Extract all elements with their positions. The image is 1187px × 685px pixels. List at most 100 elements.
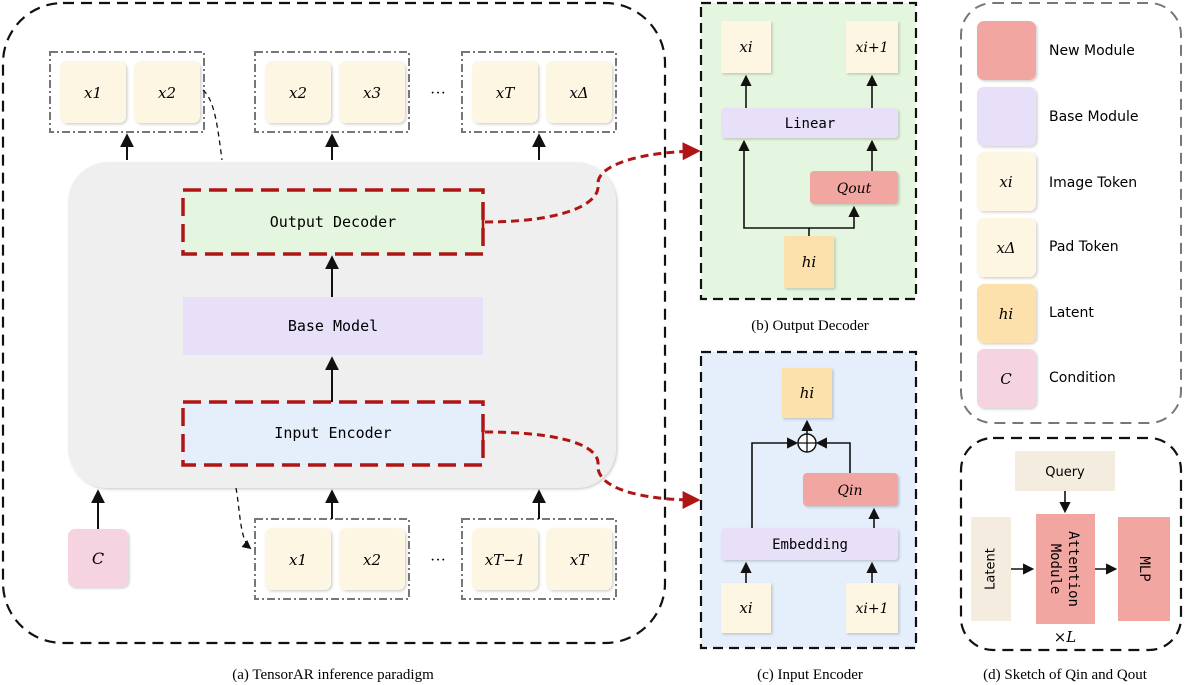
panel-a: x1 x2 x2 x3 ··· xT xΔ Output Decoder bbox=[1, 1, 701, 683]
token-group-frame bbox=[49, 51, 205, 133]
token-label: x1 bbox=[289, 551, 307, 569]
red-connector-to-output-decoder bbox=[484, 142, 701, 224]
base-model-box bbox=[183, 297, 483, 355]
red-connector-to-input-encoder bbox=[484, 430, 701, 509]
legend-label: Pad Token bbox=[1049, 239, 1119, 255]
panel-b: xi xi+1 Linear Qout hi (b) Output Decode… bbox=[699, 1, 918, 334]
autoregressive-feedback-bottom bbox=[235, 487, 252, 550]
autoregressive-feedback-top bbox=[202, 89, 223, 161]
repeat-label: ×L bbox=[1054, 628, 1077, 646]
token-label: x3 bbox=[363, 84, 381, 102]
image-token bbox=[339, 528, 405, 590]
embedding-label: Embedding bbox=[772, 537, 848, 553]
token-label: xT−1 bbox=[485, 551, 526, 569]
legend-swatch-base-module bbox=[977, 87, 1036, 146]
latent-box bbox=[784, 236, 834, 288]
image-token bbox=[134, 61, 200, 123]
top-token-group-3: xT xΔ bbox=[461, 51, 617, 133]
image-token bbox=[472, 61, 538, 123]
condition-token bbox=[68, 529, 128, 587]
query-box bbox=[1015, 451, 1115, 491]
panel-c: hi Qin Embedding xi xi+1 (c) Input Encod… bbox=[699, 350, 918, 683]
token-label: x1 bbox=[84, 84, 102, 102]
latent-box bbox=[782, 368, 832, 418]
legend-symbol: xΔ bbox=[996, 239, 1015, 257]
token-label: xi bbox=[739, 38, 752, 56]
token-group-frame bbox=[461, 51, 617, 133]
input-encoder-box bbox=[181, 400, 485, 467]
image-token bbox=[60, 61, 126, 123]
latent-input-label: Latent bbox=[984, 548, 999, 590]
latent-label: hi bbox=[802, 253, 817, 271]
legend-swatch-new-module bbox=[977, 21, 1036, 80]
input-token-right bbox=[846, 583, 898, 633]
panel-b-caption: (b) Output Decoder bbox=[751, 318, 868, 334]
legend-symbol: xi bbox=[999, 173, 1012, 191]
token-label: xi bbox=[739, 599, 752, 617]
image-token bbox=[472, 528, 538, 590]
linear-box bbox=[721, 108, 898, 138]
token-label: xi+1 bbox=[855, 40, 888, 56]
token-label: x2 bbox=[289, 84, 307, 102]
legend-swatch-latent bbox=[977, 284, 1036, 343]
pad-token bbox=[546, 61, 612, 123]
q-in-box bbox=[803, 473, 898, 506]
qin-to-add bbox=[815, 437, 851, 473]
attention-label-line1: Attention bbox=[1065, 531, 1081, 607]
embedding-to-add bbox=[751, 437, 799, 528]
panel-a-border bbox=[1, 1, 667, 645]
query-label: Query bbox=[1045, 465, 1085, 480]
embedding-box bbox=[721, 528, 898, 560]
output-decoder-label: Output Decoder bbox=[270, 213, 396, 231]
latent-label: hi bbox=[800, 384, 815, 402]
ellipsis: ··· bbox=[430, 552, 446, 569]
token-label: xT bbox=[570, 551, 589, 569]
base-model-label: Base Model bbox=[288, 317, 378, 335]
token-label: xT bbox=[496, 84, 515, 102]
legend-label: New Module bbox=[1049, 43, 1135, 59]
token-label: x2 bbox=[158, 84, 176, 102]
panel-d: Query Latent Attention Module MLP ×L (d)… bbox=[959, 436, 1183, 683]
condition-label: C bbox=[92, 549, 104, 568]
mlp-label: MLP bbox=[1136, 556, 1152, 581]
attention-module-box bbox=[1036, 514, 1095, 624]
latent-branch bbox=[738, 139, 810, 236]
top-token-group-1: x1 x2 bbox=[49, 51, 205, 133]
legend-label: Image Token bbox=[1049, 175, 1137, 191]
legend-symbol: hi bbox=[999, 305, 1014, 323]
legend: New Module Base Module xi Image Token xΔ… bbox=[960, 2, 1182, 424]
panel-d-frame bbox=[959, 436, 1183, 652]
legend-label: Base Module bbox=[1049, 109, 1138, 125]
token-label: xΔ bbox=[569, 84, 588, 102]
legend-swatch-image-token bbox=[977, 152, 1036, 211]
token-label: xi+1 bbox=[855, 601, 888, 617]
attention-label-line2: Module bbox=[1047, 544, 1063, 595]
input-encoder-label: Input Encoder bbox=[274, 424, 391, 442]
panel-a-caption: (a) TensorAR inference paradigm bbox=[232, 667, 434, 683]
q-in-label: Qin bbox=[838, 483, 863, 499]
output-token-left bbox=[721, 21, 771, 73]
ellipsis: ··· bbox=[430, 85, 446, 102]
legend-label: Condition bbox=[1049, 370, 1116, 386]
image-token bbox=[265, 528, 331, 590]
image-token bbox=[265, 61, 331, 123]
legend-swatch-condition bbox=[977, 349, 1036, 408]
latent-input-box bbox=[971, 517, 1011, 621]
output-decoder-box bbox=[181, 188, 485, 256]
q-out-label: Qout bbox=[837, 181, 872, 197]
panel-c-caption: (c) Input Encoder bbox=[757, 667, 863, 683]
input-token-left bbox=[721, 583, 771, 633]
token-group-frame bbox=[254, 51, 410, 133]
token-label: x2 bbox=[363, 551, 381, 569]
latent-branch bbox=[809, 205, 860, 229]
q-out-box bbox=[810, 171, 898, 204]
mlp-box bbox=[1118, 517, 1170, 621]
legend-label: Latent bbox=[1049, 305, 1094, 321]
legend-swatch-pad-token bbox=[977, 218, 1036, 277]
top-token-group-2: x2 x3 bbox=[254, 51, 410, 133]
legend-symbol: C bbox=[1000, 370, 1012, 388]
bottom-token-group-2: xT−1 xT bbox=[461, 518, 617, 600]
legend-frame bbox=[960, 2, 1182, 424]
output-token-right bbox=[846, 21, 898, 73]
